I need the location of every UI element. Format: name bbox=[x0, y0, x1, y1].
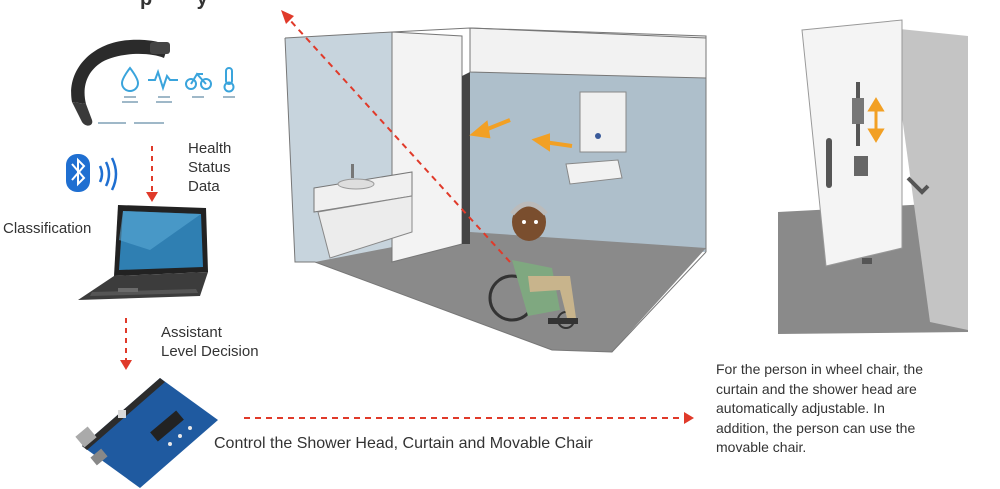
classification-label: Classification bbox=[3, 220, 92, 237]
bicycle-icon bbox=[185, 72, 212, 90]
control-label: Control the Shower Head, Curtain and Mov… bbox=[214, 435, 593, 452]
bluetooth-icon bbox=[66, 154, 90, 192]
water-drop-icon bbox=[120, 66, 140, 93]
heart-rate-icon bbox=[148, 68, 178, 92]
wheelchair-user-figure bbox=[488, 201, 578, 329]
title-fragment: p y bbox=[140, 0, 208, 9]
wireless-signal-icon bbox=[98, 157, 118, 191]
thermometer-icon bbox=[223, 67, 235, 93]
description-text: For the person in wheel chair, the curta… bbox=[716, 361, 924, 455]
